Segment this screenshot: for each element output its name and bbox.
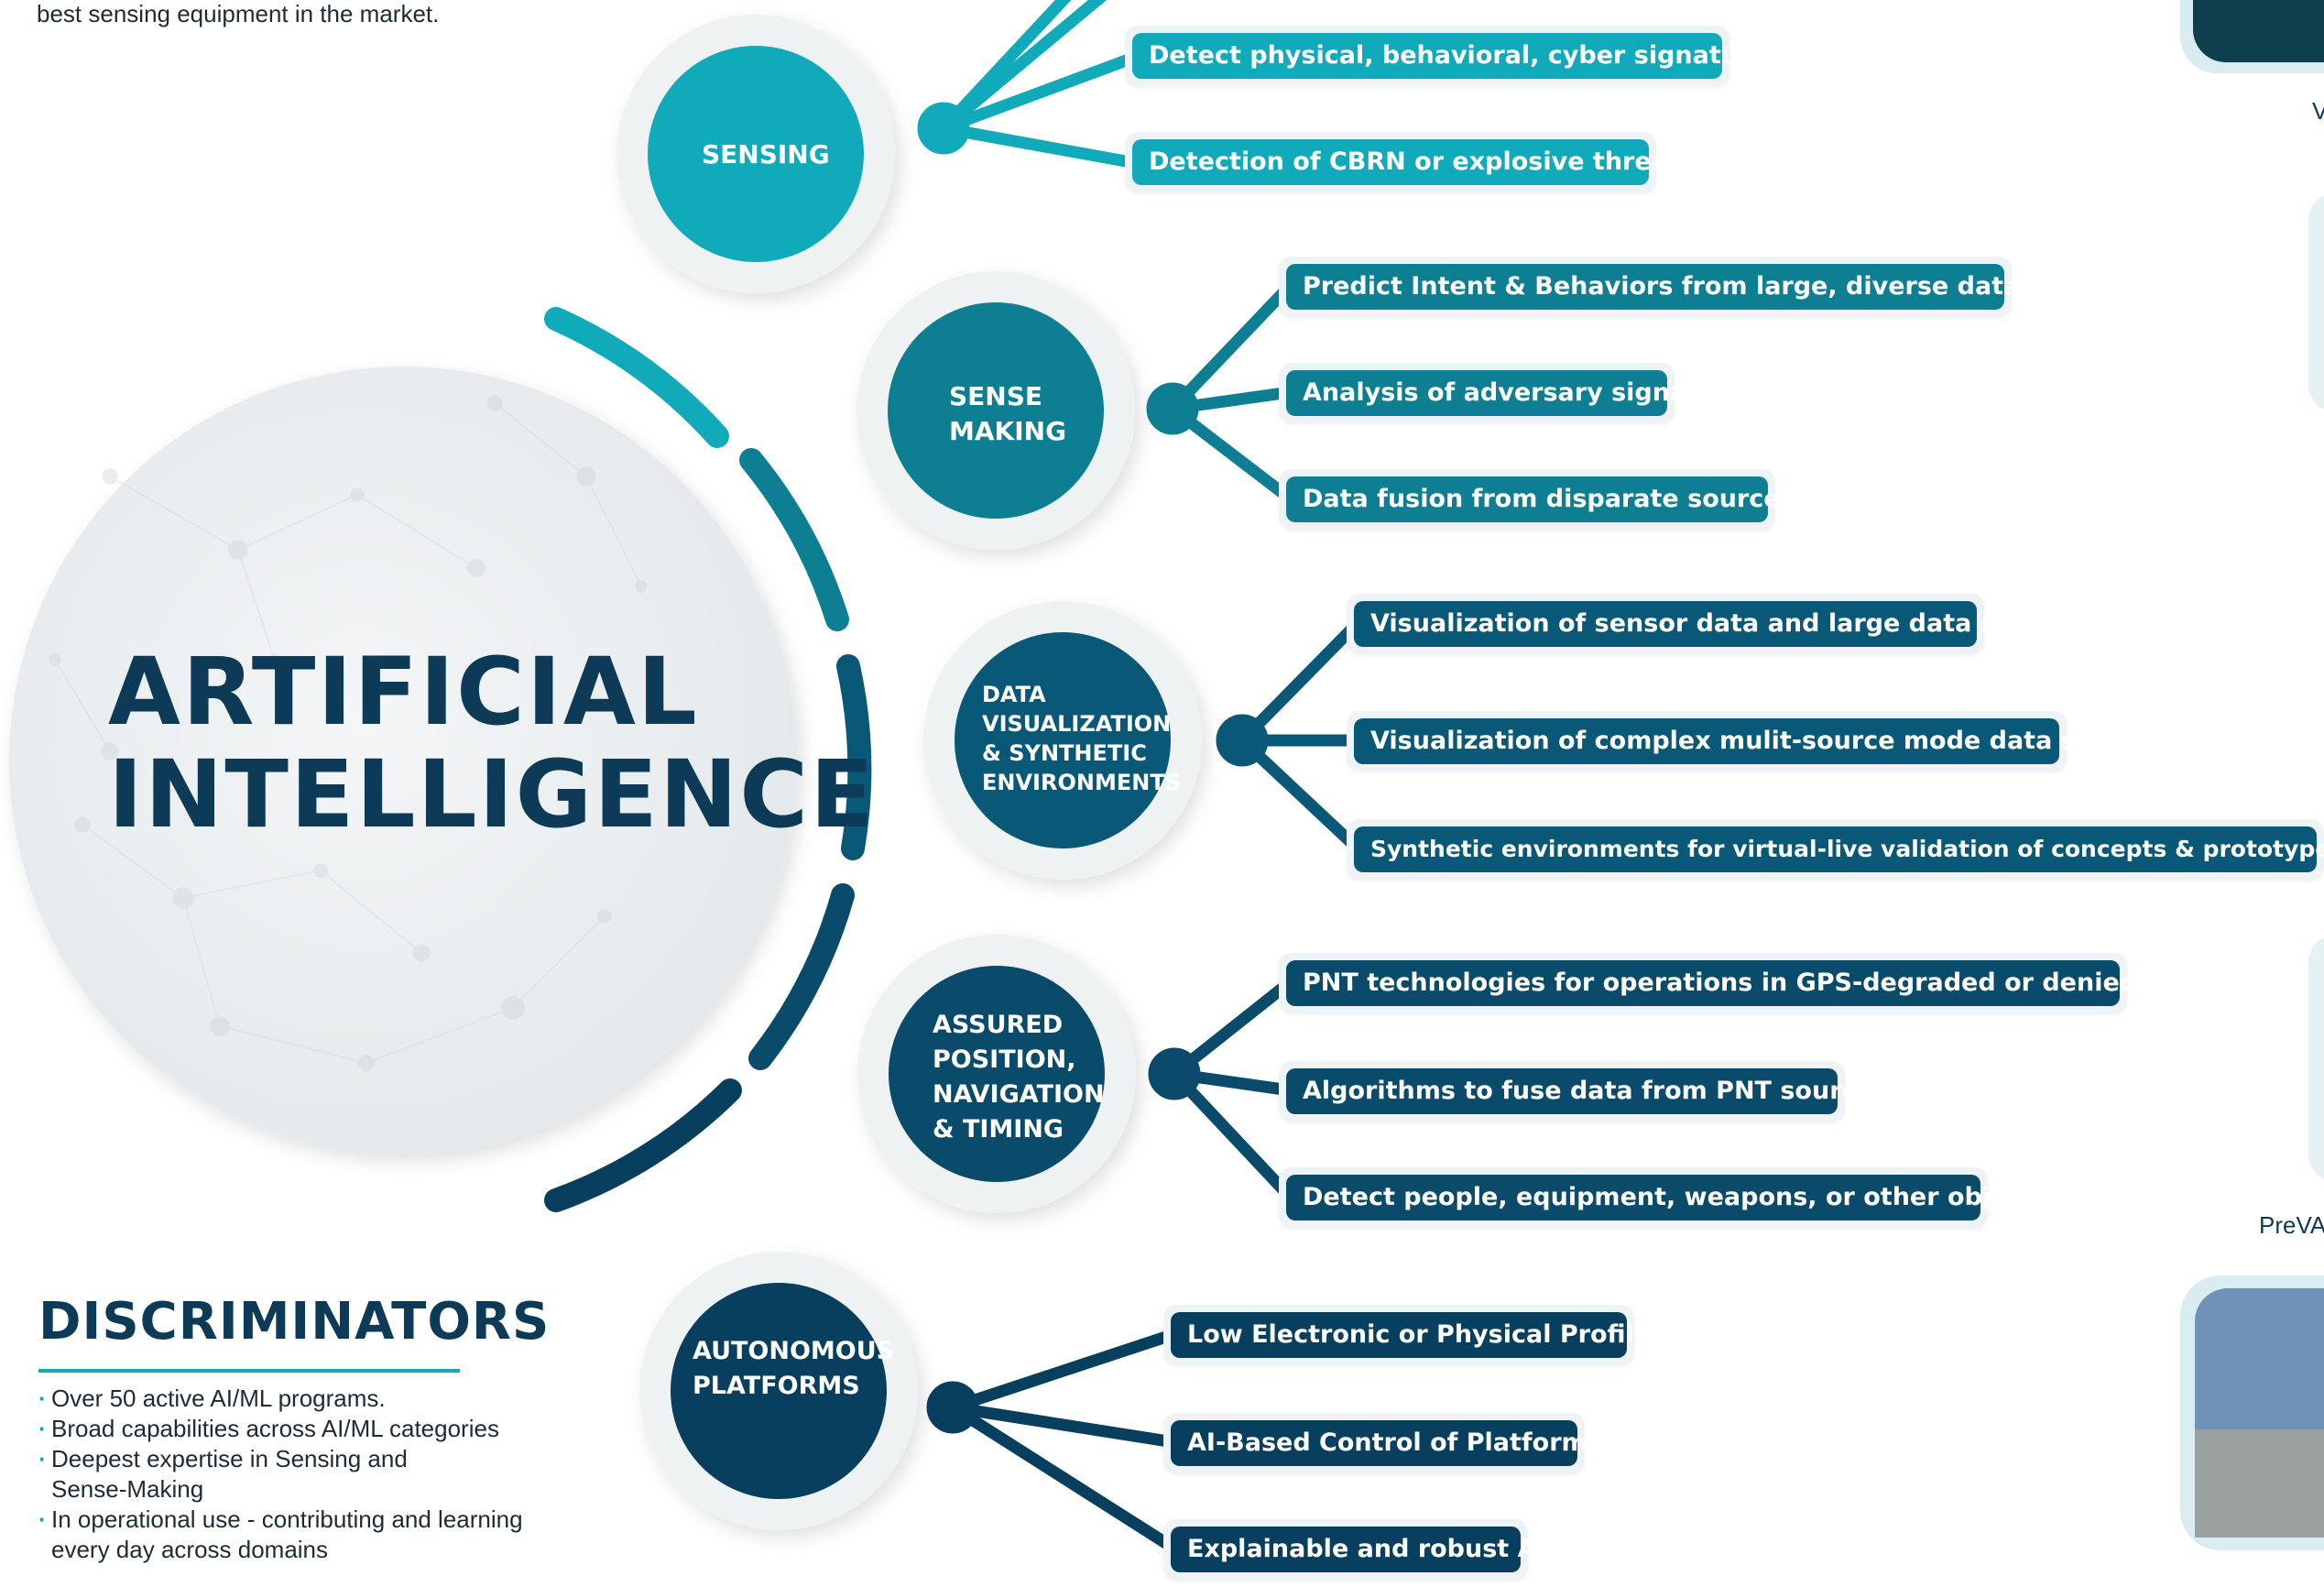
- pill-text: Detect people, equipment, weapons, or ot…: [1286, 1175, 2048, 1220]
- fan-sense-making: [1146, 279, 1296, 505]
- pill-data-viz-2: Visualization of complex mulit-source mo…: [1347, 711, 2119, 772]
- node-label-line: PLATFORMS: [693, 1372, 860, 1400]
- pill-text: Visualization of complex mulit-source mo…: [1354, 718, 2119, 764]
- pill-pnt-1: PNT technologies for operations in GPS-d…: [1279, 953, 2223, 1013]
- list-item: In operational use - contributing and le…: [38, 1505, 528, 1565]
- pill-text: Low Electronic or Physical Profiles: [1171, 1312, 1665, 1358]
- pill-sense-making-2: Analysis of adversary signal: [1279, 363, 1695, 423]
- edge-label-v: V: [2312, 97, 2324, 125]
- pill-text: Detection of CBRN or explosive threats: [1132, 139, 1695, 185]
- node-label-line: DATA: [982, 682, 1046, 707]
- edge-label-preva: PreVA: [2259, 1211, 2324, 1239]
- pill-text: Predict Intent & Behaviors from large, d…: [1286, 264, 2087, 310]
- node-label-line: POSITION,: [933, 1045, 1076, 1074]
- node-label-line: MAKING: [949, 416, 1067, 446]
- pill-data-viz-1: Visualization of sensor data and large d…: [1347, 594, 2038, 654]
- fan-autonomous: [926, 1328, 1181, 1555]
- node-label-line: NAVIGATION: [933, 1080, 1105, 1109]
- list-item: Over 50 active AI/ML programs.: [38, 1384, 606, 1414]
- node-sense-making: [856, 271, 1135, 550]
- node-label-pnt: ASSURED POSITION, NAVIGATION & TIMING: [933, 1008, 1105, 1147]
- ai-title-line-2: INTELLIGENCE: [108, 740, 876, 849]
- node-sensing: [616, 15, 895, 293]
- discriminators-rule: [38, 1369, 460, 1373]
- pill-autonomous-1: Low Electronic or Physical Profiles: [1163, 1305, 1665, 1365]
- pill-text: Analysis of adversary signal: [1286, 370, 1695, 416]
- node-label-sense-making: SENSE MAKING: [949, 379, 1066, 449]
- ai-hub-circle: [9, 367, 797, 1155]
- fan-data-viz: [1216, 617, 1364, 855]
- arc-segment-sensing: [544, 307, 729, 448]
- pill-text: PNT technologies for operations in GPS-d…: [1286, 960, 2223, 1006]
- right-edge-photos: [2180, 0, 2324, 1550]
- network-pattern: [49, 395, 648, 1071]
- node-label-data-viz: DATA VISUALIZATION & SYNTHETIC ENVIRONME…: [982, 680, 1181, 797]
- pill-sense-making-1: Predict Intent & Behaviors from large, d…: [1279, 257, 2087, 317]
- arc-segment-sense-making: [739, 448, 849, 631]
- node-autonomous: [639, 1252, 918, 1530]
- list-item: Broad capabilities across AI/ML categori…: [38, 1414, 606, 1444]
- fan-pnt: [1148, 976, 1296, 1203]
- pill-pnt-2: Algorithms to fuse data from PNT sources: [1279, 1061, 1888, 1122]
- pill-text: Visualization of sensor data and large d…: [1354, 601, 2038, 647]
- pill-sense-making-3: Data fusion from disparate sources: [1279, 469, 1795, 530]
- node-label-autonomous: AUTONOMOUS PLATFORMS: [693, 1334, 894, 1404]
- pill-text: Data fusion from disparate sources: [1286, 476, 1795, 522]
- pill-autonomous-2: AI-Based Control of Platforms: [1163, 1413, 1602, 1473]
- node-pnt: [857, 935, 1136, 1213]
- arc-segment-autonomous: [544, 1078, 742, 1212]
- pill-autonomous-3: Explainable and robust AI: [1163, 1519, 1546, 1580]
- node-label-line: SENSE: [949, 381, 1043, 411]
- fan-sensing: [917, 0, 1142, 170]
- pill-text: Detect physical, behavioral, cyber signa…: [1132, 33, 1783, 79]
- arc-segment-pnt: [748, 883, 855, 1070]
- node-label-line: AUTONOMOUS: [693, 1337, 895, 1365]
- ai-title-line-1: ARTIFICIAL: [108, 638, 699, 747]
- node-label-line: ENVIRONMENTS: [982, 770, 1181, 795]
- pill-text: Algorithms to fuse data from PNT sources: [1286, 1068, 1888, 1114]
- pill-pnt-3: Detect people, equipment, weapons, or ot…: [1279, 1167, 2048, 1228]
- pill-sensing-2: Detection of CBRN or explosive threats: [1125, 132, 1695, 192]
- pill-text: AI-Based Control of Platforms: [1171, 1420, 1602, 1466]
- arc-segment-data-viz: [836, 654, 872, 860]
- node-label-line: SENSING: [702, 139, 830, 170]
- node-data-viz: [923, 601, 1202, 880]
- pill-data-viz-3: Synthetic environments for virtual-live …: [1347, 819, 2324, 880]
- node-label-line: VISUALIZATION: [982, 711, 1172, 737]
- pill-text: Synthetic environments for virtual-live …: [1354, 826, 2324, 872]
- node-label-line: ASSURED: [933, 1011, 1064, 1039]
- node-label-line: & SYNTHETIC: [982, 740, 1147, 766]
- pill-sensing-1: Detect physical, behavioral, cyber signa…: [1125, 26, 1783, 86]
- intro-text: best sensing equipment in the market.: [37, 0, 440, 27]
- discriminators-title: DISCRIMINATORS: [38, 1292, 551, 1352]
- discriminators-list: Over 50 active AI/ML programs. Broad cap…: [38, 1384, 606, 1565]
- list-item: Deepest expertise in Sensing and Sense-M…: [38, 1444, 482, 1505]
- node-label-line: & TIMING: [933, 1115, 1064, 1144]
- ai-title: ARTIFICIAL INTELLIGENCE: [108, 641, 876, 847]
- node-label-sensing: SENSING: [702, 139, 830, 170]
- pill-text: Explainable and robust AI: [1171, 1527, 1546, 1572]
